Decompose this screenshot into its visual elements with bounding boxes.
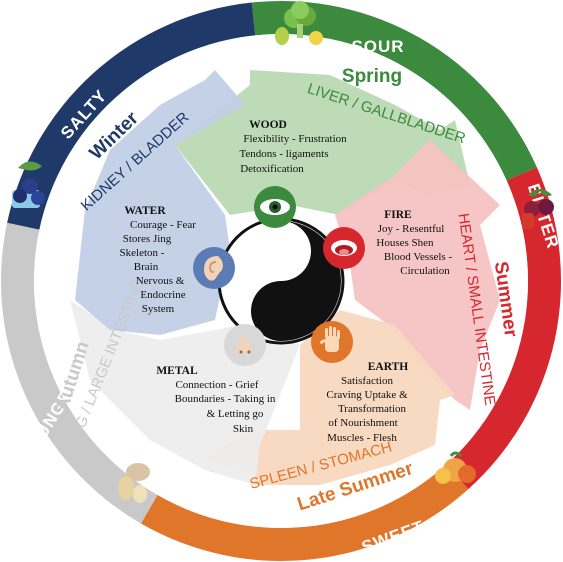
element-metal-line-3: & Letting go — [207, 408, 264, 420]
season-spring-label: Spring — [342, 66, 402, 87]
flavor-segment-sweet — [141, 464, 469, 561]
element-water-text: WATER Courage - Fear Stores Jing Skeleto… — [120, 205, 197, 315]
element-water-line-3: Skeleton - — [120, 247, 165, 259]
element-water-line-4: Brain — [134, 261, 159, 273]
element-wood-line-2: Tendons - ligaments — [239, 148, 328, 160]
element-earth-line-4: of Nourishment — [328, 417, 397, 429]
element-water-line-2: Stores Jing — [123, 233, 172, 245]
element-water-title: WATER — [124, 205, 166, 217]
element-fire-line-3: Blood Vessels - — [384, 251, 453, 263]
element-metal-title: METAL — [156, 365, 198, 377]
element-fire-text: FIRE Joy - Resentful Houses Shen Blood V… — [376, 209, 452, 277]
element-earth-line-3: Transformation — [338, 403, 407, 415]
mouth-tongue-icon — [323, 227, 365, 269]
element-fire-line-2: Houses Shen — [376, 237, 434, 249]
nose-icon — [224, 324, 266, 366]
yin-yang-icon — [217, 217, 345, 345]
element-water-line-5: Nervous & — [136, 275, 185, 287]
element-fire-title: FIRE — [384, 209, 412, 221]
element-earth-line-2: Craving Uptake & — [326, 389, 408, 401]
element-wood-line-1: Flexibility - Frustration — [243, 133, 347, 145]
garlic-ginger-icon — [118, 463, 150, 503]
fire-panel — [335, 140, 500, 410]
ear-icon — [193, 247, 235, 289]
element-fire-line-1: Joy - Resentful — [378, 223, 445, 235]
hand-icon — [311, 321, 353, 363]
flavor-segment-bitter — [446, 167, 561, 490]
blueberries-icon — [12, 161, 45, 208]
element-earth-text: EARTH Satisfaction Craving Uptake & Tran… — [326, 361, 408, 444]
element-wood-title: WOOD — [249, 119, 287, 131]
berries-icon — [522, 189, 554, 229]
element-metal-line-2: Boundaries - Taking in — [175, 393, 276, 405]
element-water-line-1: Courage - Fear — [130, 219, 196, 231]
element-earth-line-5: Muscles - Flesh — [327, 432, 397, 444]
squash-vegetables-icon — [435, 451, 476, 484]
broccoli-pear-icon — [275, 1, 323, 45]
element-metal-text: METAL Connection - Grief Boundaries - Ta… — [156, 365, 276, 435]
flavor-sour-label: SOUR — [351, 37, 404, 56]
earth-panel — [200, 310, 455, 485]
element-earth-line-1: Satisfaction — [341, 375, 393, 387]
eye-icon — [254, 186, 296, 228]
flavor-segment-sour — [251, 1, 537, 181]
element-earth-title: EARTH — [368, 361, 409, 373]
element-water-line-6: Endocrine — [140, 289, 185, 301]
element-wood-text: WOOD Flexibility - Frustration Tendons -… — [239, 119, 347, 175]
element-water-line-7: System — [142, 303, 175, 315]
element-wood-line-3: Detoxification — [240, 163, 304, 175]
element-metal-line-1: Connection - Grief — [175, 379, 258, 391]
element-metal-line-4: Skin — [233, 423, 254, 435]
element-fire-line-4: Circulation — [400, 265, 450, 277]
